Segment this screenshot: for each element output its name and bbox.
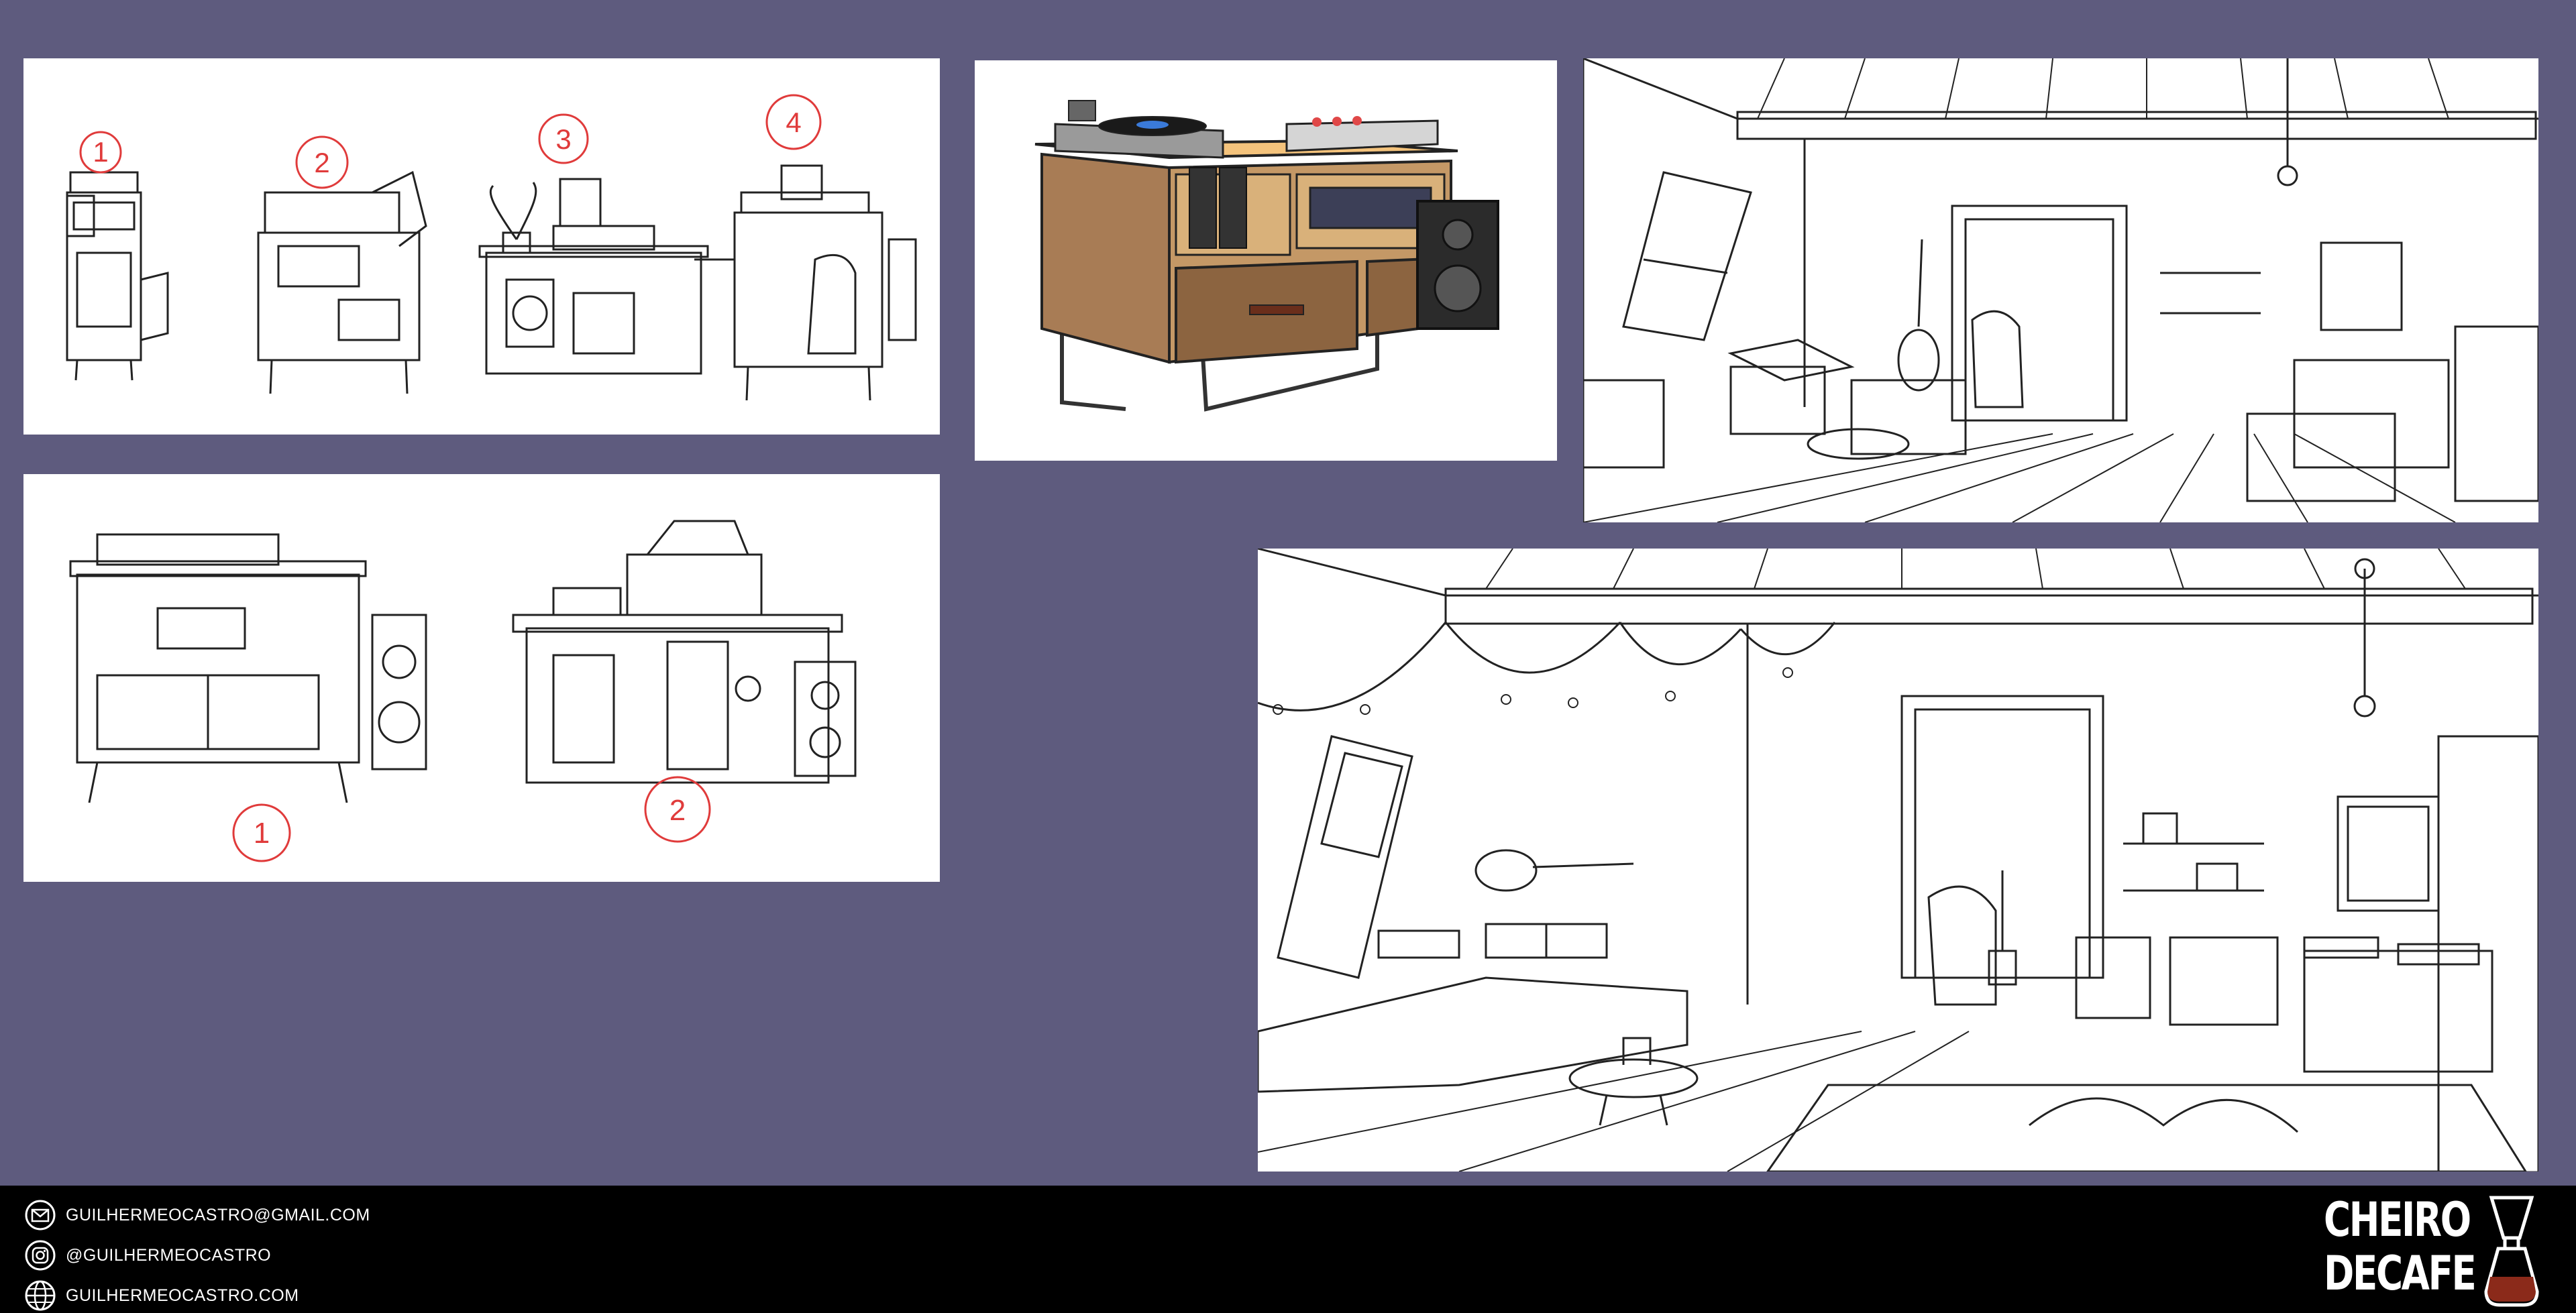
brand-logo: CHEIRO DECAFE <box>2324 1191 2545 1309</box>
instagram-icon <box>25 1240 56 1271</box>
color-console-panel <box>975 60 1557 461</box>
contact-instagram-text: @GUILHERMEOCASTRO <box>66 1245 272 1265</box>
console-sketches-drawing: 1 2 <box>69 520 857 862</box>
sketch-label-4: 4 <box>786 107 801 138</box>
color-console-drawing <box>1034 100 1499 412</box>
room-lineart-panel-1 <box>1583 58 2538 522</box>
turntable-sketches-drawing: 1 2 3 4 <box>66 94 917 401</box>
console-label-2: 2 <box>669 794 686 827</box>
contact-instagram[interactable]: @GUILHERMEOCASTRO <box>24 1239 271 1271</box>
coffee-drip-icon <box>2484 1196 2539 1307</box>
logo-line-2: DECAFE <box>2324 1246 2477 1301</box>
room-lineart-panel-2 <box>1258 549 2538 1172</box>
sketch-label-2: 2 <box>314 147 329 178</box>
room-lineart-drawing-1 <box>1583 58 2538 522</box>
logo-line-1: CHEIRO <box>2324 1192 2471 1247</box>
contact-email[interactable]: GUILHERMEOCASTRO@GMAIL.COM <box>24 1199 370 1231</box>
footer-bar: GUILHERMEOCASTRO@GMAIL.COM @GUILHERMEOCA… <box>0 1186 2576 1313</box>
sketch-label-1: 1 <box>93 136 108 168</box>
room-lineart-drawing-2 <box>1258 549 2538 1172</box>
globe-icon <box>25 1280 56 1311</box>
contact-website[interactable]: GUILHERMEOCASTRO.COM <box>24 1279 299 1312</box>
mail-icon <box>25 1200 56 1231</box>
contact-website-text: GUILHERMEOCASTRO.COM <box>66 1286 299 1305</box>
sketch-label-3: 3 <box>555 123 571 155</box>
sketch-panel-consoles: 1 2 <box>23 474 940 882</box>
console-label-1: 1 <box>254 817 270 850</box>
sketch-panel-turntables: 1 2 3 4 <box>23 58 940 435</box>
contact-email-text: GUILHERMEOCASTRO@GMAIL.COM <box>66 1205 370 1224</box>
